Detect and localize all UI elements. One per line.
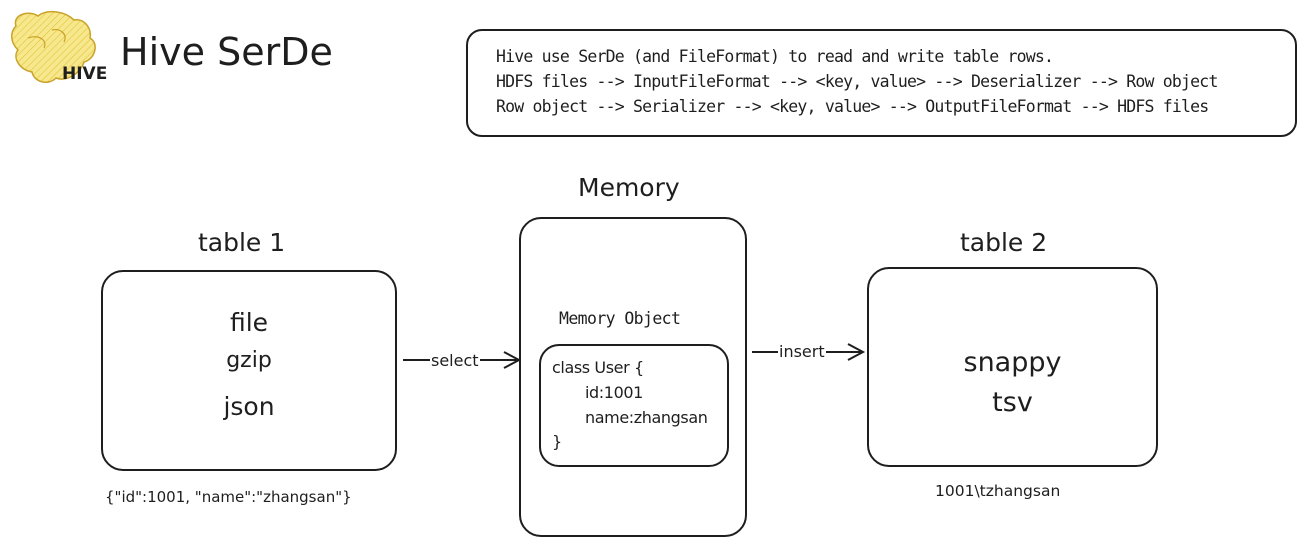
- description-box: Hive use SerDe (and FileFormat) to read …: [466, 29, 1297, 137]
- description-line: HDFS files --> InputFileFormat --> <key,…: [496, 72, 1218, 91]
- table1-sample-row: {"id":1001, "name":"zhangsan"}: [105, 488, 352, 506]
- memory-heading: Memory: [578, 173, 680, 202]
- class-box: class User { id:1001 name:zhangsan }: [539, 344, 729, 467]
- table2-box: snappy tsv: [867, 267, 1158, 467]
- table1-line: gzip: [226, 348, 272, 373]
- table1-line: file: [229, 308, 269, 337]
- memory-object-label: Memory Object: [559, 309, 681, 328]
- table1-box: file gzip json: [101, 270, 397, 471]
- code-line: id:1001: [585, 383, 643, 402]
- description-line: Row object --> Serializer --> <key, valu…: [496, 97, 1209, 116]
- table1-line: json: [223, 392, 275, 421]
- select-label: select: [430, 351, 480, 370]
- description-line: Hive use SerDe (and FileFormat) to read …: [496, 47, 1054, 66]
- insert-label: insert: [778, 342, 826, 361]
- table2-sample-row: 1001\tzhangsan: [935, 482, 1061, 500]
- code-line: }: [552, 432, 562, 451]
- code-line: class User {: [552, 358, 644, 377]
- table2-line: tsv: [992, 387, 1033, 418]
- page-title: Hive SerDe: [120, 30, 333, 74]
- code-line: name:zhangsan: [585, 408, 708, 427]
- logo-text: HIVE: [62, 64, 108, 84]
- table1-heading: table 1: [198, 228, 286, 257]
- hive-logo-icon: [11, 10, 96, 83]
- table2-line: snappy: [963, 347, 1062, 378]
- table2-heading: table 2: [960, 228, 1048, 257]
